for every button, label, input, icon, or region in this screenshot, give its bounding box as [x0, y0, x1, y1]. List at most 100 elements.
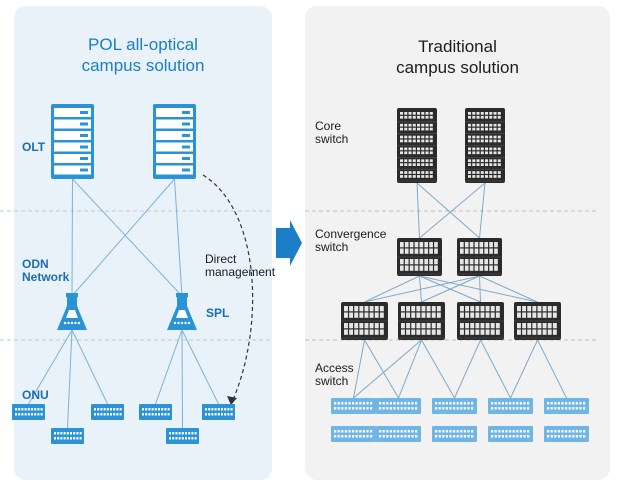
access-switch-9-port: [498, 430, 501, 433]
access-switch-5-port: [568, 407, 571, 410]
access-switch-6-port: [355, 435, 358, 438]
core-switch-1-port: [421, 139, 425, 143]
onu-4-port: [158, 408, 160, 411]
aggregation-switch-2-port: [406, 329, 411, 335]
core-switch-2-port: [480, 115, 484, 119]
core-switch-2: [465, 108, 505, 183]
onu-6-port: [178, 437, 181, 440]
aggregation-switch-4-port: [527, 312, 532, 318]
aggregation-switch-4-port: [542, 312, 547, 318]
onu-4-port: [164, 413, 167, 416]
core-switch-1-port: [408, 112, 412, 115]
onu-4-port: [148, 408, 151, 411]
onu-3-port: [57, 432, 60, 435]
access-switch-2-port: [411, 407, 414, 410]
access-switch-3-port: [435, 402, 438, 405]
core-switch-2-port: [468, 175, 472, 178]
aggregation-switch-3-port: [490, 312, 495, 318]
access-switch-9-port: [491, 430, 494, 433]
core-switch-2-port: [476, 123, 480, 127]
core-switch-1-port: [400, 175, 404, 178]
olt-device-2-slot: [156, 165, 193, 175]
agg-acc-link-2-1: [353, 339, 422, 399]
aggregation-switch-1-port: [364, 329, 369, 335]
onu-1-port: [18, 408, 21, 411]
direct-management-arrow: [202, 174, 254, 403]
olt-device-1-slot-led: [80, 145, 88, 149]
aggregation-switch-3-port: [485, 323, 490, 329]
core-switch-1-port: [408, 139, 412, 143]
core-switch-1-port: [421, 123, 425, 127]
direct-management-arrowhead: [227, 396, 237, 405]
access-switch-1-port: [334, 402, 337, 405]
aggregation-switch-4-port: [527, 306, 532, 312]
access-switch-9-port: [512, 435, 515, 438]
aggregation-switch-4-port: [537, 323, 542, 329]
conv-agg-link-1-1: [364, 275, 420, 303]
core-switch-2-port: [468, 139, 472, 143]
access-switch-3-body: [432, 398, 477, 414]
onu-3-port: [79, 437, 82, 440]
core-switch-1-port: [417, 135, 421, 139]
aggregation-switch-4-port: [532, 312, 537, 318]
access-switch-10-port: [565, 435, 568, 438]
aggregation-switch-4-port: [532, 306, 537, 312]
onu-4-port: [151, 413, 154, 416]
aggregation-switch-1-port: [374, 306, 379, 312]
core-switch-2-port: [493, 163, 497, 166]
core-switch-2-port: [485, 151, 489, 155]
core-switch-1-port: [400, 139, 404, 143]
onu-2-port: [100, 408, 103, 411]
core-switch-1-port: [429, 171, 433, 174]
convergence-switch-2-port: [494, 265, 498, 271]
access-switch-4-port: [494, 402, 497, 405]
access-switch-6-port: [366, 435, 369, 438]
core-switch-2-port: [497, 123, 501, 127]
traditional-title-line1: Traditional: [418, 37, 497, 56]
access-switch-2-port: [393, 402, 396, 405]
access-switch-4-port: [491, 407, 494, 410]
access-switch-3-port: [467, 402, 470, 405]
convergence-switch-2-port: [484, 248, 489, 254]
access-switch-4-port: [509, 407, 512, 410]
access-switch-3-port: [438, 402, 441, 405]
aggregation-switch-3-port: [475, 323, 480, 329]
onu-3-port: [60, 432, 63, 435]
onu-1-port: [24, 408, 27, 411]
core-switch-2-port: [489, 135, 493, 139]
splitter-2-port: [180, 321, 184, 325]
core-switch-2-port: [493, 151, 497, 155]
access-switch-4-port: [527, 407, 530, 410]
access-switch-3-port: [467, 407, 470, 410]
core-switch-2-port: [497, 147, 501, 151]
access-switch-5-port: [565, 402, 568, 405]
core-switch-2-port: [468, 151, 472, 155]
olt-device-2-slot-led: [182, 157, 190, 160]
access-switch-1-port: [370, 407, 373, 410]
aggregation-switch-4-port: [542, 306, 547, 312]
convergence-switch-1-port: [404, 265, 409, 271]
core-switch-2-port: [476, 112, 480, 115]
convergence-switch-1-port: [400, 259, 404, 265]
onu-6-port: [185, 437, 187, 440]
access-switch-10-port: [572, 435, 575, 438]
onu-6-port: [169, 437, 171, 440]
core-switch-2-port: [468, 163, 472, 166]
convergence-switch-2-port: [494, 248, 498, 254]
access-switch-9-port: [512, 430, 515, 433]
access-switch-8-port: [442, 435, 445, 438]
core-switch-1-port: [429, 139, 433, 143]
aggregation-switch-3-port: [460, 323, 464, 329]
olt-device-1-slot: [54, 119, 91, 129]
onu-1-port: [31, 413, 33, 416]
access-switch-8-port: [435, 430, 438, 433]
core-switch-2-port: [472, 112, 476, 115]
convergence-switch-1-port: [414, 265, 419, 271]
access-switch-4: [488, 398, 533, 414]
access-switch-1-port: [352, 402, 355, 405]
onu-3-port: [70, 437, 72, 440]
core-switch-1-port: [408, 159, 412, 163]
aggregation-switch-3-port: [495, 306, 500, 312]
access-switch-7-port: [407, 430, 410, 433]
aggregation-switch-4-port: [552, 323, 557, 329]
